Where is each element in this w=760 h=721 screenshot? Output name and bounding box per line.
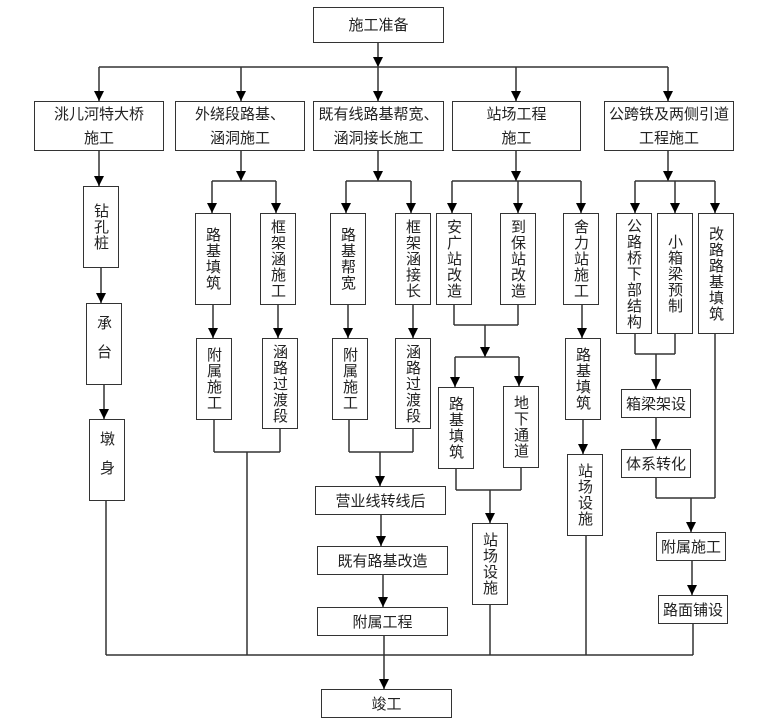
arrowhead-icon [663, 91, 673, 101]
arrowhead-icon [236, 91, 246, 101]
arrowhead-icon [651, 439, 661, 449]
arrowhead-icon [408, 328, 418, 338]
arrowhead-icon [96, 293, 106, 303]
arrowhead-icon [651, 379, 661, 389]
arrowhead-icon [373, 57, 383, 67]
b4-sheli-subgrade-fill: 路基填筑 [565, 338, 601, 420]
b5-road-paving: 路面铺设 [658, 595, 728, 624]
b3-existing-subgrade-rebuild: 既有路基改造 [317, 546, 448, 575]
arrowhead-icon [94, 91, 104, 101]
arrowhead-icon [511, 91, 521, 101]
arrowhead-icon [511, 171, 521, 181]
branch-5-title: 公跨铁及两侧引道 工程施工 [604, 101, 734, 151]
b1-step-pile-cap: 承台 [86, 303, 122, 385]
arrowhead-icon [378, 597, 388, 607]
b3-ancillary-project: 附属工程 [317, 607, 448, 636]
arrowhead-icon [207, 203, 217, 213]
arrowhead-icon [273, 328, 283, 338]
b2-culvert-transition: 涵路过渡段 [262, 338, 298, 429]
b4-sheli-station: 舍力站施工 [563, 213, 599, 305]
arrowhead-icon [450, 377, 460, 387]
arrowhead-icon [513, 203, 523, 213]
b1-step-pier-body: 墩身 [89, 419, 125, 501]
branch-4-title: 站场工程 施工 [452, 101, 581, 151]
arrowhead-icon [208, 328, 218, 338]
branch-1-title: 洮儿河特大桥 施工 [34, 101, 164, 151]
b5-girder-erection: 箱梁架设 [621, 389, 691, 418]
end-box: 竣工 [321, 689, 452, 718]
arrowhead-icon [341, 203, 351, 213]
arrowhead-icon [485, 513, 495, 523]
arrowhead-icon [447, 203, 457, 213]
branch-3-title: 既有线路基帮宽、 涵洞接长施工 [313, 101, 444, 151]
arrowhead-icon [236, 171, 246, 181]
arrowhead-icon [375, 476, 385, 486]
b4-daobao-station: 到保站改造 [500, 213, 536, 305]
arrowhead-icon [379, 679, 389, 689]
arrowhead-icon [687, 585, 697, 595]
b1-step-drilled-pile: 钻孔桩 [83, 186, 119, 268]
arrowhead-icon [373, 171, 383, 181]
arrowhead-icon [94, 176, 104, 186]
b5-ancillary-works: 附属施工 [656, 532, 726, 561]
b3-after-line-switch: 营业线转线后 [315, 486, 446, 515]
arrowhead-icon [373, 91, 383, 101]
arrowhead-icon [99, 409, 109, 419]
arrowhead-icon [686, 522, 696, 532]
b3-ancillary-works: 附属施工 [332, 338, 368, 420]
branch-2-title: 外绕段路基、 涵洞施工 [175, 101, 305, 151]
b4-anguang-station: 安广站改造 [436, 213, 472, 305]
b5-bridge-substructure: 公路桥下部结构 [616, 213, 652, 334]
arrowhead-icon [663, 171, 673, 181]
b3-culvert-transition: 涵路过渡段 [395, 338, 431, 429]
arrowhead-icon [578, 444, 588, 454]
b2-ancillary-works: 附属施工 [196, 338, 232, 420]
arrowhead-icon [406, 203, 416, 213]
b4-station-facilities-main: 站场设施 [472, 523, 508, 605]
b4-station-facilities-sheli: 站场设施 [567, 454, 603, 536]
b2-frame-culvert: 框架涵施工 [260, 213, 296, 305]
arrowhead-icon [376, 536, 386, 546]
arrowhead-icon [343, 328, 353, 338]
b4-subgrade-fill: 路基填筑 [438, 387, 474, 469]
arrowhead-icon [576, 203, 586, 213]
b2-subgrade-fill: 路基填筑 [195, 213, 231, 305]
arrowhead-icon [710, 203, 720, 213]
b4-underpass: 地下通道 [503, 386, 539, 468]
arrowhead-icon [670, 203, 680, 213]
arrowhead-icon [577, 328, 587, 338]
b5-box-girder-prefab: 小箱梁预制 [657, 213, 693, 334]
b3-subgrade-widening: 路基帮宽 [330, 213, 366, 305]
arrowhead-icon [630, 203, 640, 213]
b3-culvert-extension: 框架涵接长 [395, 213, 431, 305]
arrowhead-icon [480, 347, 490, 357]
b5-system-conversion: 体系转化 [621, 449, 691, 478]
arrowhead-icon [514, 376, 524, 386]
start-box: 施工准备 [313, 7, 444, 43]
b5-road-subgrade-fill: 改路路基填筑 [698, 213, 734, 334]
arrowhead-icon [271, 203, 281, 213]
